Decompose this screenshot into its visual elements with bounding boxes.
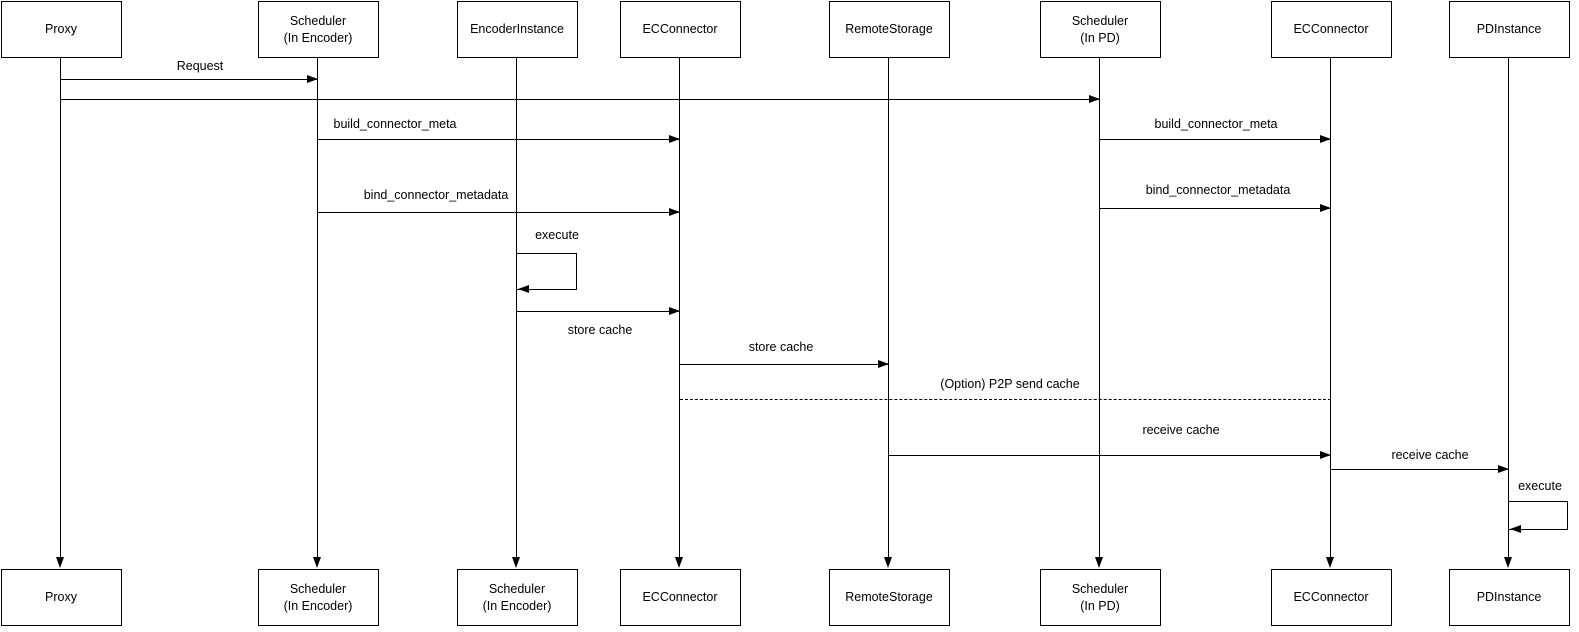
message-line-bind-connector-metadata-pd	[1100, 208, 1331, 209]
actor-box-bottom-encoder-instance: Scheduler (In Encoder)	[456, 569, 578, 626]
lifeline-remote-storage	[888, 58, 890, 559]
actor-box-bottom-scheduler-pd: Scheduler (In PD)	[1039, 569, 1161, 626]
arrowhead-build-connector-meta-pd	[1320, 135, 1331, 143]
message-label-p2p-send-cache: (Option) P2P send cache	[940, 377, 1080, 391]
lifeline-proxy	[60, 58, 62, 559]
actor-box-bottom-remote-storage: RemoteStorage	[828, 569, 950, 626]
actor-box-bottom-scheduler-encoder: Scheduler (In Encoder)	[257, 569, 379, 626]
lifeline-arrowhead-remote-storage	[883, 557, 892, 568]
message-line-receive-cache-to-pdinstance	[1331, 469, 1509, 470]
actor-box-top-encoder-instance: EncoderInstance	[456, 1, 578, 58]
message-label-bind-connector-metadata-encoder: bind_connector_metadata	[363, 188, 509, 202]
lifeline-scheduler-pd	[1099, 58, 1101, 559]
message-line-p2p-send-cache	[680, 399, 1331, 400]
lifeline-encoder-instance	[516, 58, 518, 559]
actor-bottom-label-scheduler-pd: Scheduler (In PD)	[1071, 582, 1129, 613]
lifeline-arrowhead-scheduler-encoder	[312, 557, 321, 568]
message-label-receive-cache-to-pdinstance: receive cache	[1391, 448, 1469, 462]
lifeline-arrowhead-scheduler-pd	[1094, 557, 1103, 568]
arrowhead-store-cache-to-remote	[878, 360, 889, 368]
message-label-execute-pd: execute	[1518, 479, 1562, 493]
lifeline-pd-instance	[1508, 58, 1510, 559]
arrowhead-receive-cache-from-remote	[1320, 451, 1331, 459]
arrowhead-build-connector-meta-encoder	[669, 135, 680, 143]
message-label-store-cache-to-connector: store cache	[567, 323, 633, 337]
self-loop-execute-pd	[1509, 501, 1568, 530]
message-line-request	[61, 79, 318, 80]
lifeline-arrowhead-pd-instance	[1503, 557, 1512, 568]
message-line-store-cache-to-connector	[517, 311, 680, 312]
arrowhead-bind-connector-metadata-encoder	[669, 208, 680, 216]
message-label-bind-connector-metadata-pd: bind_connector_metadata	[1145, 183, 1291, 197]
lifeline-arrowhead-proxy	[55, 557, 64, 568]
lifeline-ec-connector-pd	[1330, 58, 1332, 559]
self-loop-execute-encoder	[517, 253, 577, 290]
arrowhead-bind-connector-metadata-pd	[1320, 204, 1331, 212]
message-line-request-forward	[61, 99, 1100, 100]
arrowhead-request-forward	[1089, 95, 1100, 103]
actor-top-label-remote-storage: RemoteStorage	[845, 22, 933, 37]
arrowhead-execute-encoder	[518, 284, 530, 293]
message-label-build-connector-meta-pd: build_connector_meta	[1154, 117, 1278, 131]
arrowhead-receive-cache-to-pdinstance	[1498, 465, 1509, 473]
arrowhead-request	[307, 75, 318, 83]
actor-bottom-label-proxy: Proxy	[45, 590, 77, 605]
actor-top-label-pd-instance: PDInstance	[1476, 22, 1542, 37]
arrowhead-store-cache-to-connector	[669, 307, 680, 315]
lifeline-arrowhead-encoder-instance	[511, 557, 520, 568]
lifeline-arrowhead-ec-connector-pd	[1325, 557, 1334, 568]
message-label-store-cache-to-remote: store cache	[748, 340, 814, 354]
message-label-execute-encoder: execute	[535, 228, 579, 242]
arrowhead-execute-pd	[1510, 524, 1522, 533]
message-line-bind-connector-metadata-encoder	[318, 212, 680, 213]
actor-top-label-ec-connector: ECConnector	[642, 22, 718, 37]
message-line-receive-cache-from-remote	[889, 455, 1331, 456]
message-line-build-connector-meta-encoder	[318, 139, 680, 140]
actor-box-bottom-proxy: Proxy	[0, 569, 122, 626]
message-label-receive-cache-from-remote: receive cache	[1142, 423, 1220, 437]
message-label-build-connector-meta-encoder: build_connector_meta	[333, 117, 457, 131]
actor-box-top-pd-instance: PDInstance	[1448, 1, 1570, 58]
actor-box-top-scheduler-pd: Scheduler (In PD)	[1039, 1, 1161, 58]
lifeline-arrowhead-ec-connector	[674, 557, 683, 568]
actor-box-top-ec-connector-pd: ECConnector	[1270, 1, 1392, 58]
actor-box-top-proxy: Proxy	[0, 1, 122, 58]
message-line-store-cache-to-remote	[680, 364, 889, 365]
actor-box-bottom-pd-instance: PDInstance	[1448, 569, 1570, 626]
actor-box-bottom-ec-connector: ECConnector	[619, 569, 741, 626]
actor-bottom-label-scheduler-encoder: Scheduler (In Encoder)	[283, 582, 353, 613]
actor-bottom-label-pd-instance: PDInstance	[1476, 590, 1542, 605]
actor-box-top-remote-storage: RemoteStorage	[828, 1, 950, 58]
actor-top-label-scheduler-encoder: Scheduler (In Encoder)	[283, 14, 353, 45]
actor-top-label-proxy: Proxy	[45, 22, 77, 37]
actor-top-label-ec-connector-pd: ECConnector	[1293, 22, 1369, 37]
actor-bottom-label-ec-connector: ECConnector	[642, 590, 718, 605]
actor-bottom-label-ec-connector-pd: ECConnector	[1293, 590, 1369, 605]
actor-box-top-scheduler-encoder: Scheduler (In Encoder)	[257, 1, 379, 58]
actor-box-bottom-ec-connector-pd: ECConnector	[1270, 569, 1392, 626]
lifeline-scheduler-encoder	[317, 58, 319, 559]
actor-box-top-ec-connector: ECConnector	[619, 1, 741, 58]
actor-bottom-label-encoder-instance: Scheduler (In Encoder)	[482, 582, 552, 613]
actor-top-label-encoder-instance: EncoderInstance	[470, 22, 564, 37]
message-line-build-connector-meta-pd	[1100, 139, 1331, 140]
message-label-request: Request	[176, 59, 224, 73]
actor-bottom-label-remote-storage: RemoteStorage	[845, 590, 933, 605]
actor-top-label-scheduler-pd: Scheduler (In PD)	[1071, 14, 1129, 45]
